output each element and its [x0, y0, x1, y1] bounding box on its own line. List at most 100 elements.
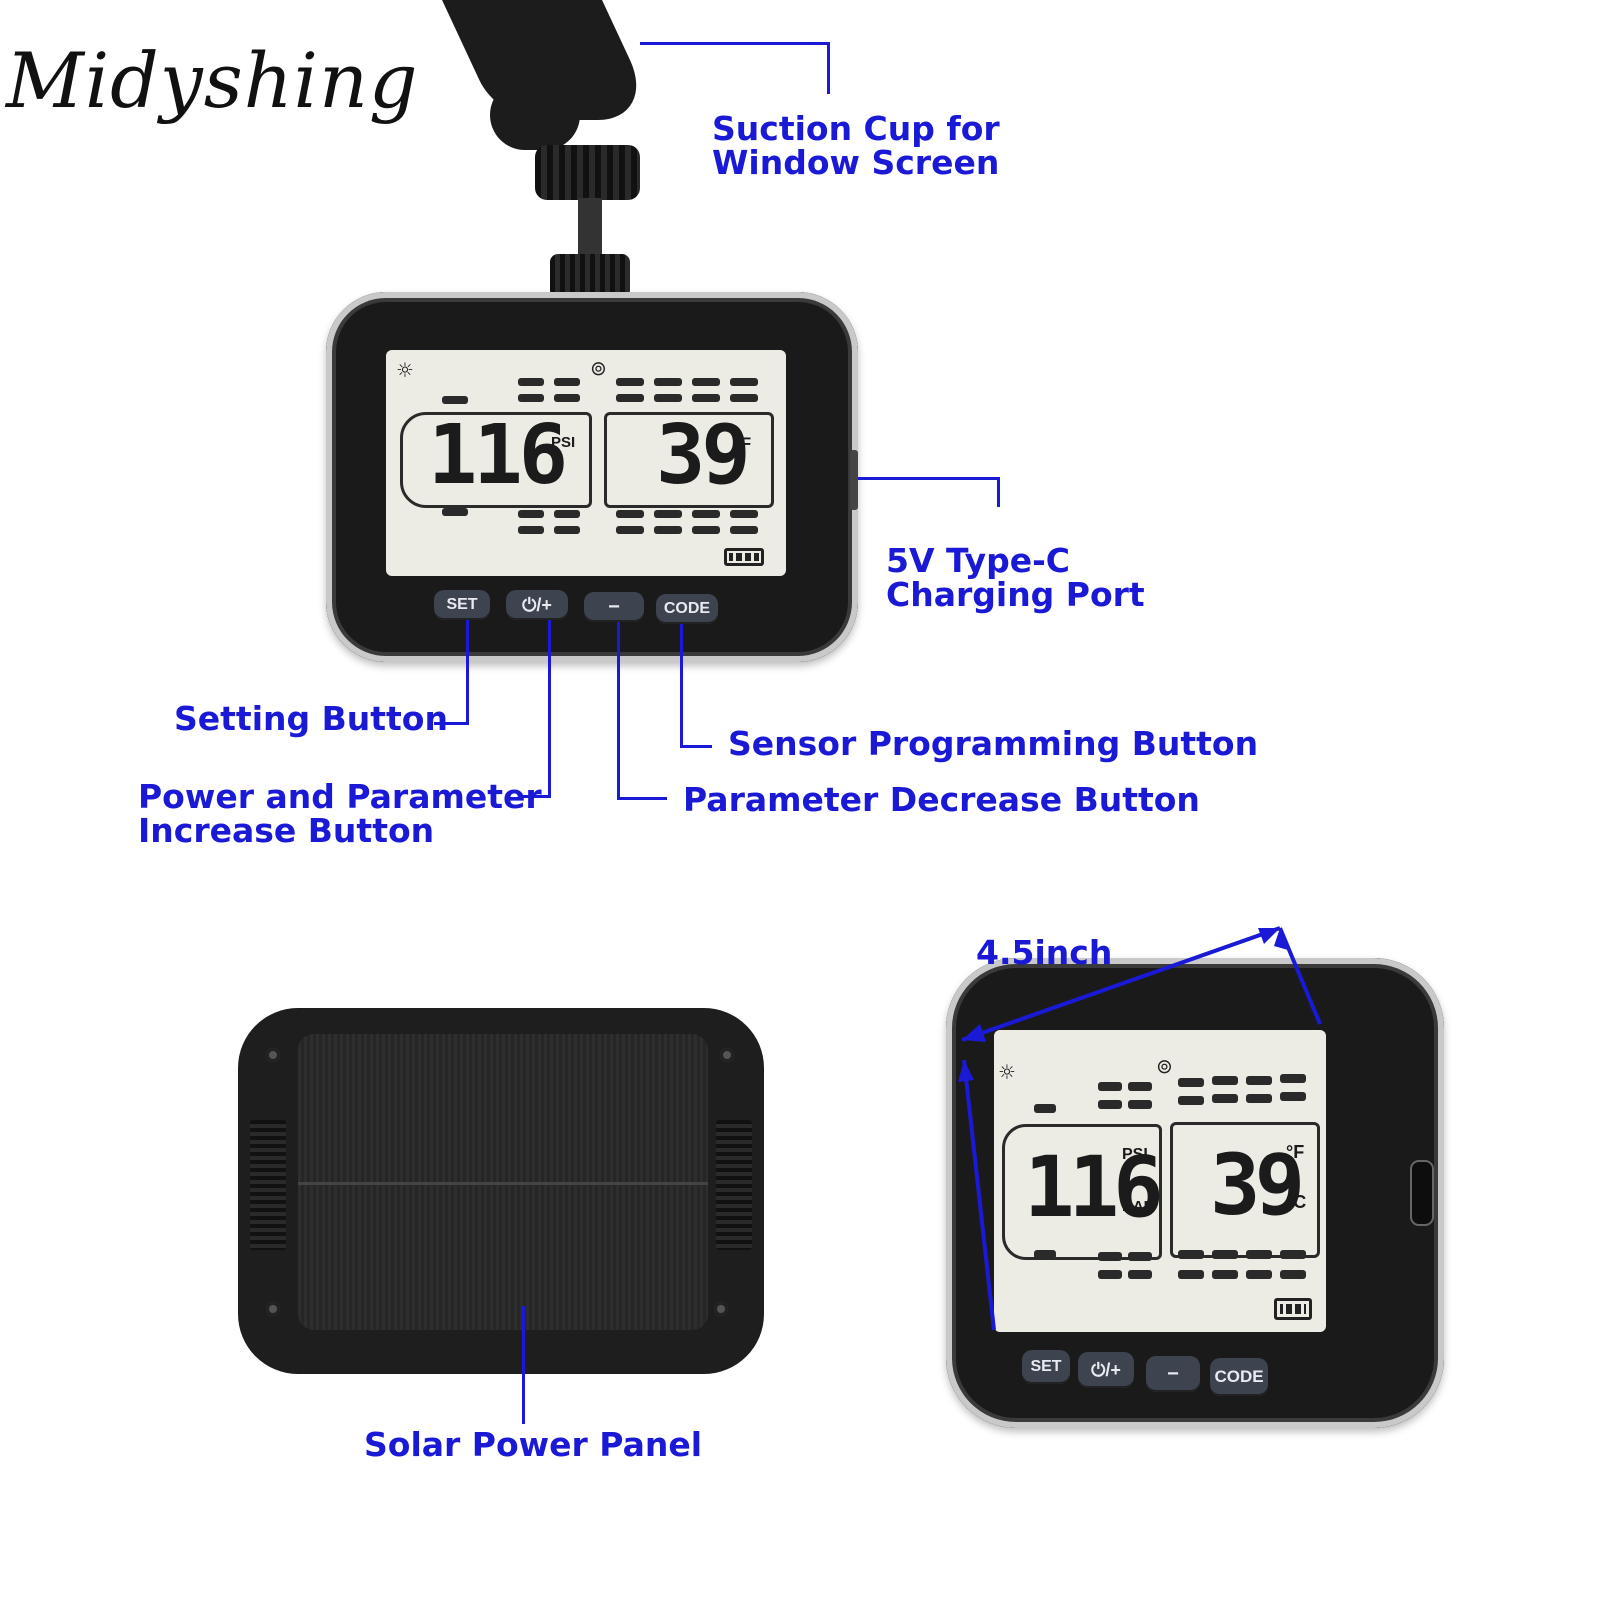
signal-icon: ⊚ — [1156, 1054, 1173, 1078]
lcd-screen-angled: ☼ ⊚ 116 PSI BAR 39 °F °C — [994, 1030, 1326, 1332]
tire-segment — [1246, 1250, 1272, 1259]
callout-line — [827, 42, 830, 94]
tire-segment — [1212, 1076, 1238, 1085]
tire-segment — [1280, 1250, 1306, 1259]
screw-icon — [720, 1048, 734, 1062]
tire-segment — [1178, 1078, 1204, 1087]
screw-icon — [714, 1302, 728, 1316]
temperature-value: 39 — [1210, 1136, 1305, 1234]
tire-segment — [1280, 1092, 1306, 1101]
battery-icon — [1274, 1298, 1312, 1320]
code-button[interactable]: CODE — [656, 594, 718, 624]
tire-segment — [1280, 1074, 1306, 1083]
diagonal-dimension — [958, 926, 1322, 1331]
tire-segment — [554, 394, 580, 402]
tire-segment — [1212, 1270, 1238, 1279]
callout-line — [466, 620, 469, 724]
tire-segment — [1098, 1082, 1122, 1091]
tire-segment — [654, 510, 682, 518]
tire-segment — [554, 526, 580, 534]
lcd-screen: ☼ ⊚ 116 PSI 39 °F — [386, 350, 786, 576]
decrease-button-label: Parameter Decrease Button — [683, 780, 1200, 819]
tire-segment — [554, 378, 580, 386]
pressure-unit: PSI — [551, 434, 576, 451]
code-button-angled[interactable]: CODE — [1210, 1358, 1268, 1396]
tire-segment — [654, 394, 682, 402]
right-grille — [716, 1120, 752, 1250]
tire-segment — [1098, 1270, 1122, 1279]
tire-segment — [730, 526, 758, 534]
tire-segment — [616, 510, 644, 518]
callout-line — [680, 745, 712, 748]
signal-icon: ⊚ — [590, 356, 607, 380]
minus-button-angled[interactable]: − — [1146, 1356, 1200, 1392]
tire-segment — [1212, 1094, 1238, 1103]
tire-segment — [616, 378, 644, 386]
tire-segment — [1128, 1100, 1152, 1109]
pressure-unit-psi: PSI — [1122, 1146, 1148, 1163]
tire-segment — [1128, 1252, 1152, 1261]
sun-icon: ☼ — [998, 1060, 1016, 1084]
brand-logo: Midyshing — [6, 36, 419, 125]
screw-icon — [266, 1048, 280, 1062]
set-button-angled[interactable]: SET — [1022, 1350, 1070, 1384]
callout-line — [617, 622, 620, 800]
temperature-unit: °F — [734, 434, 752, 453]
tire-segment — [654, 526, 682, 534]
tire-segment — [1034, 1104, 1056, 1113]
tire-segment — [1246, 1270, 1272, 1279]
power-plus-button-angled[interactable]: ⏻/+ — [1078, 1352, 1134, 1388]
solar-panel-divider — [298, 1182, 708, 1185]
tire-segment — [442, 508, 468, 516]
tire-segment — [1178, 1270, 1204, 1279]
mount-base — [550, 254, 630, 298]
callout-line — [858, 477, 1000, 480]
tire-segment — [442, 396, 468, 404]
tire-segment — [730, 394, 758, 402]
set-button[interactable]: SET — [434, 590, 490, 620]
tire-segment — [692, 510, 720, 518]
pressure-unit-bar: BAR — [1122, 1198, 1155, 1215]
callout-line — [548, 620, 551, 798]
type-c-port — [850, 450, 858, 510]
tire-segment — [518, 378, 544, 386]
callout-line — [518, 795, 551, 798]
solar-panel-label: Solar Power Panel — [364, 1425, 703, 1464]
sun-icon: ☼ — [396, 358, 414, 382]
tire-segment — [1246, 1094, 1272, 1103]
tire-segment — [518, 510, 544, 518]
callout-line — [680, 624, 683, 748]
diagonal-size-label: 4.5inch — [976, 933, 1113, 972]
minus-button[interactable]: − — [584, 592, 644, 622]
callout-line — [617, 797, 667, 800]
pressure-frame — [400, 412, 592, 508]
power-plus-button[interactable]: ⏻/+ — [506, 590, 568, 620]
tire-segment — [730, 378, 758, 386]
tire-segment — [1098, 1252, 1122, 1261]
tire-segment — [1178, 1096, 1204, 1105]
setting-button-label: Setting Button — [174, 699, 448, 738]
temperature-unit-f: °F — [1286, 1142, 1305, 1162]
tire-segment — [1178, 1250, 1204, 1259]
type-c-port-angled — [1410, 1160, 1434, 1226]
callout-line — [640, 42, 830, 45]
mount-knob — [535, 145, 640, 200]
tire-segment — [730, 510, 758, 518]
tire-segment — [692, 378, 720, 386]
temperature-frame — [604, 412, 774, 508]
tire-segment — [1034, 1250, 1056, 1259]
battery-icon — [724, 548, 764, 566]
callout-line — [434, 722, 469, 725]
sensor-button-label: Sensor Programming Button — [728, 724, 1259, 763]
tire-segment — [554, 510, 580, 518]
tire-segment — [654, 378, 682, 386]
pressure-frame — [1002, 1124, 1162, 1260]
pressure-value: 116 — [428, 408, 568, 503]
mount-ball-joint — [490, 80, 580, 150]
mount-stem — [578, 198, 602, 258]
left-grille — [250, 1120, 286, 1250]
tire-segment — [1098, 1100, 1122, 1109]
